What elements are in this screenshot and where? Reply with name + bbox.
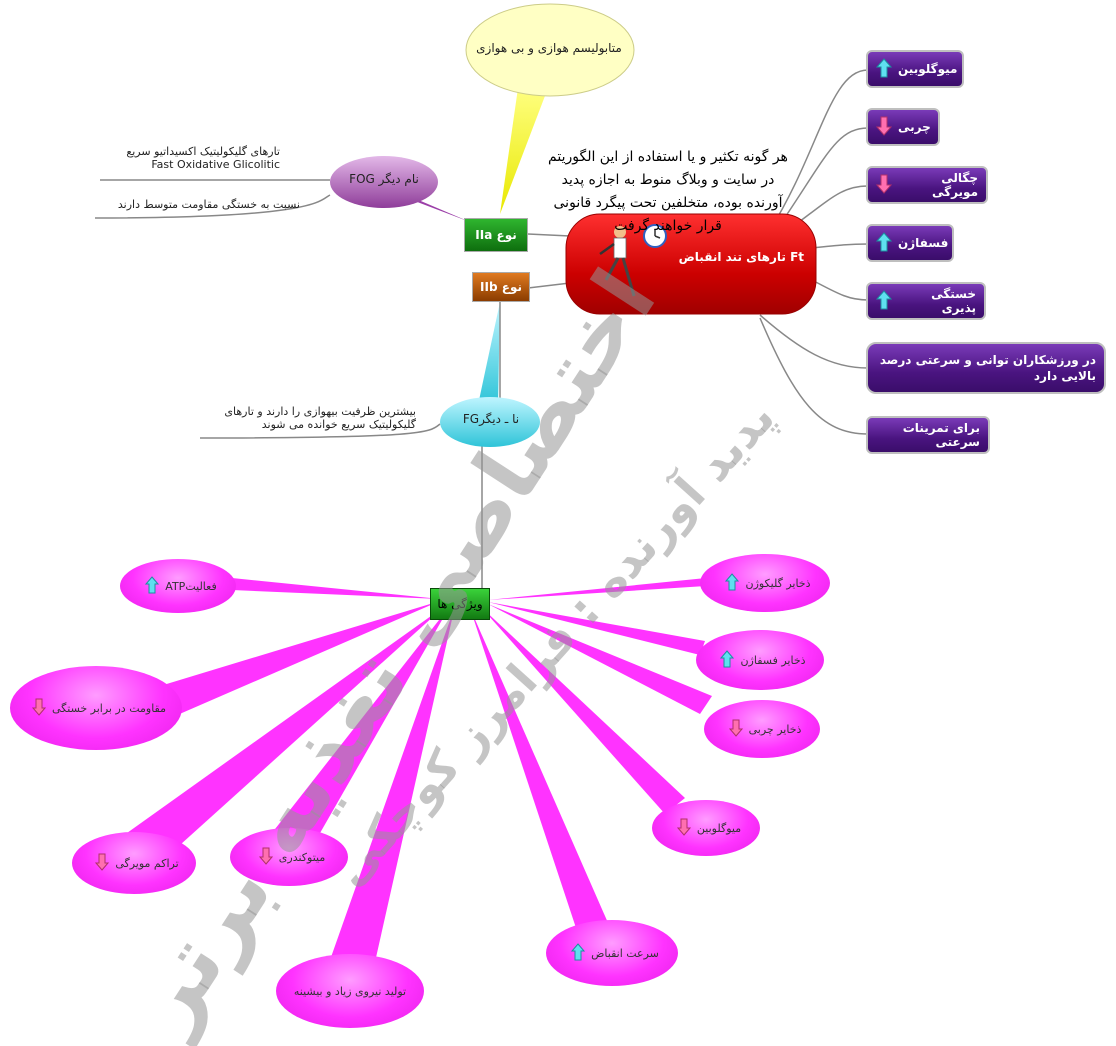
fog-label: نام دیگر FOG [349,172,419,186]
spoke [268,606,450,868]
right-node-label: در ورزشکاران توانی و سرعتی درصد بالایی د… [879,353,1096,383]
right-node-fatigability[interactable]: خستگی پذیری [866,282,986,320]
spoke [232,578,440,599]
arrow-down-icon [31,698,47,719]
branch-line [759,314,869,369]
arrow-up-icon [725,572,740,594]
type-iib-node[interactable]: نوع IIb [472,272,530,302]
arrow-down-icon [676,818,691,839]
pink-node-label: فعالیتATP [165,579,217,593]
right-node-label: میوگلوبین [898,62,958,76]
pink-node-label: میوگلوبین [696,821,742,835]
branch-line [811,279,869,301]
fog-node[interactable]: نام دیگر FOG [336,172,432,186]
pink-node-contraction-speed[interactable]: سرعت انقباض [546,920,678,986]
pink-node-phosphagen-stores[interactable]: ذخایر فسفاژن [696,630,824,690]
right-node-phosphagen[interactable]: فسفاژن [866,224,954,262]
right-node-label: چگالی مویرگی [931,171,978,199]
fg-label: نا ـ دیگرFG [462,412,520,426]
branch-line [811,243,869,249]
features-node[interactable]: ویژگی ها [430,588,490,620]
arrow-up-icon [875,289,893,313]
fg-note-line1: بیشترین ظرفیت بیهوازی را دارند و تارهای [224,405,416,418]
right-node-fat[interactable]: چربی [866,108,940,146]
fog-node-shape [330,156,438,208]
pink-node-label: ذخایر گلیکوژن [745,576,811,590]
right-node-label: برای تمرینات سرعتی [902,421,980,449]
spoke [330,606,455,962]
branch-line [527,282,571,289]
right-node-capillary-density[interactable]: چگالی مویرگی [866,166,988,204]
arrow-up-icon [145,575,160,597]
right-node-label: چربی [898,120,931,134]
arrow-up-icon [875,231,893,255]
branch-line [759,317,869,435]
pink-node-mitochondria[interactable]: میتوکندری [230,828,348,886]
pink-node-capillary[interactable]: تراکم مویرگی [72,832,196,894]
branch-line [199,423,441,439]
type-iia-label: نوع IIa [475,228,517,242]
pink-node-label: ذخایر فسفاژن [740,653,806,667]
callout-tail [500,88,548,214]
right-node-speed-training[interactable]: برای تمرینات سرعتی [866,416,990,454]
fg-note: بیشترین ظرفیت بیهوازی را دارند و تارهای … [196,405,416,431]
arrow-up-icon [720,649,735,671]
spoke [488,602,705,655]
pink-node-label: ذخایر چربی [748,722,802,736]
runner-icon [599,224,667,297]
pink-node-label: مقاومت در برابر خستگی [52,701,167,715]
spoke [488,604,712,714]
pink-node-label: تولید نیروی زیاد و بیشینه [293,984,407,998]
spoke [470,608,612,940]
arrow-down-icon [95,853,110,874]
fg-node-shape [440,397,540,447]
center-node-title: Ft تارهای تند انقباض [678,250,804,264]
pink-node-fat-stores[interactable]: ذخایر چربی [704,700,820,758]
arrow-down-icon [728,719,743,740]
arrow-down-icon [875,174,893,197]
spoke [120,606,445,872]
features-label: ویژگی ها [437,597,483,611]
arrow-down-icon [258,847,273,868]
branch-line [774,127,869,233]
fog-note-1: تارهای گلیکولیتیک اکسیداتیو سریع Fast Ox… [100,145,280,171]
arrow-down-icon [875,116,893,139]
right-node-athletes[interactable]: در ورزشکاران توانی و سرعتی درصد بالایی د… [866,342,1106,394]
fog-note-2: نسبت به خستگی مقاومت متوسط دارند [117,198,300,211]
pink-node-glycogen-stores[interactable]: ذخایر گلیکوژن [700,554,830,612]
center-node-shape [565,213,817,315]
pink-node-label: تراکم مویرگی [115,856,179,870]
right-node-myoglobin[interactable]: میوگلوبین [866,50,964,88]
copyright-overlay: هر گونه تکثیر و یا استفاده از این الگوری… [548,149,788,234]
pink-node-max-force[interactable]: تولید نیروی زیاد و بیشینه [276,954,424,1028]
right-node-label: خستگی پذیری [931,287,976,315]
fg-note-line2: گلیکولیتیک سریع خوانده می شوند [261,418,416,431]
branch-line [94,194,331,219]
pink-node-fatigue-resistance[interactable]: مقاومت در برابر خستگی [10,666,182,750]
spoke [160,601,440,716]
type-iib-label: نوع IIb [480,280,522,294]
spoke [488,578,706,600]
fog-note-1-line1: تارهای گلیکولیتیک اکسیداتیو سریع [126,145,280,158]
pink-node-atp-activity[interactable]: فعالیتATP [120,559,236,613]
callout-bubble [465,3,635,97]
branch-line [527,233,571,237]
branch-line [769,69,869,231]
right-node-label: فسفاژن [898,236,949,250]
fg-connector [478,302,500,405]
arrow-up-icon [875,57,893,81]
spoke [480,606,685,814]
type-iia-node[interactable]: نوع IIa [464,218,528,252]
fog-note-1-line2: Fast Oxidative Glicolitic [151,158,280,171]
arrow-up-icon [571,942,586,964]
pink-node-myoglobin[interactable]: میوگلوبین [652,800,760,856]
pink-node-label: میتوکندری [278,850,326,864]
fg-node[interactable]: نا ـ دیگرFG [446,412,536,426]
callout-text: متابولیسم هوازی و بی هوازی [476,41,622,55]
pink-node-label: سرعت انقباض [591,946,659,960]
